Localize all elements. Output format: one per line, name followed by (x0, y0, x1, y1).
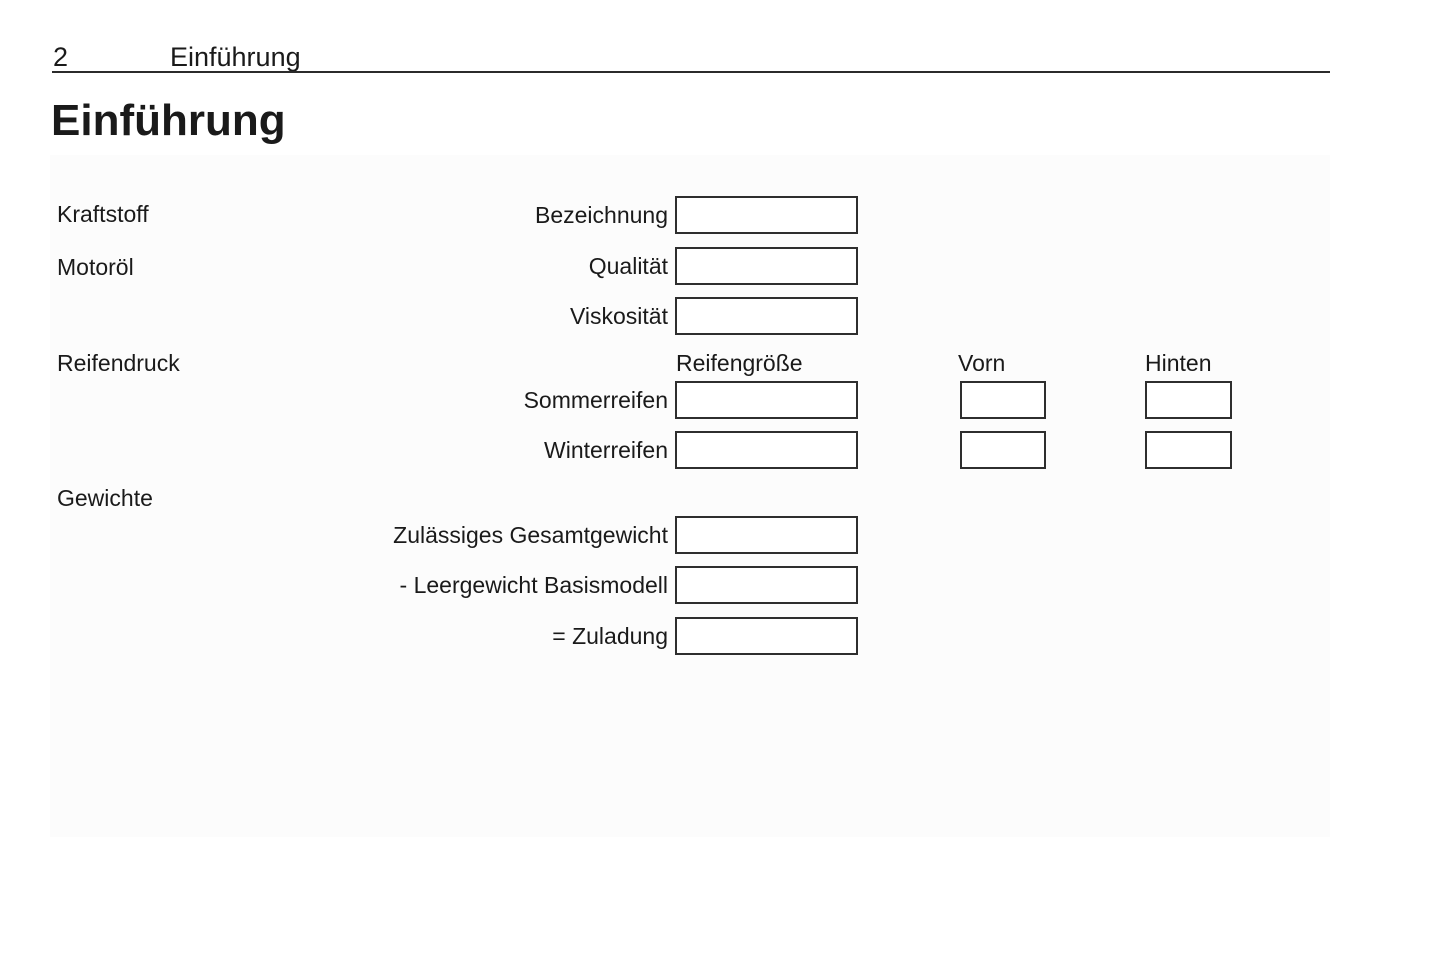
section-label-tire-pressure: Reifendruck (57, 350, 180, 376)
quality-input[interactable] (675, 247, 858, 285)
payload-label: = Zuladung (552, 623, 668, 649)
column-header-tire-size: Reifengröße (676, 350, 803, 376)
designation-label: Bezeichnung (535, 202, 668, 228)
quality-label: Qualität (588, 253, 668, 279)
chapter-title: Einführung (170, 42, 301, 72)
summer-tires-label: Sommerreifen (523, 387, 668, 413)
winter-front-pressure-input[interactable] (960, 431, 1046, 469)
viscosity-input[interactable] (675, 297, 858, 335)
designation-input[interactable] (675, 196, 858, 234)
winter-rear-pressure-input[interactable] (1145, 431, 1232, 469)
page-title: Einführung (51, 96, 286, 145)
header-rule (52, 71, 1330, 73)
gross-weight-input[interactable] (675, 516, 858, 554)
column-header-rear: Hinten (1145, 350, 1212, 376)
winter-tires-label: Winterreifen (544, 437, 668, 463)
winter-tire-size-input[interactable] (675, 431, 858, 469)
curb-weight-label: - Leergewicht Basismodell (399, 572, 668, 598)
curb-weight-input[interactable] (675, 566, 858, 604)
section-label-oil: Motoröl (57, 254, 134, 280)
section-label-fuel: Kraftstoff (57, 201, 149, 227)
summer-tire-size-input[interactable] (675, 381, 858, 419)
section-label-weights: Gewichte (57, 485, 153, 511)
viscosity-label: Viskosität (569, 303, 668, 329)
summer-rear-pressure-input[interactable] (1145, 381, 1232, 419)
page-number: 2 (53, 42, 69, 72)
gross-weight-label: Zulässiges Gesamtgewicht (393, 522, 668, 548)
payload-input[interactable] (675, 617, 858, 655)
column-header-front: Vorn (958, 350, 1006, 376)
summer-front-pressure-input[interactable] (960, 381, 1046, 419)
